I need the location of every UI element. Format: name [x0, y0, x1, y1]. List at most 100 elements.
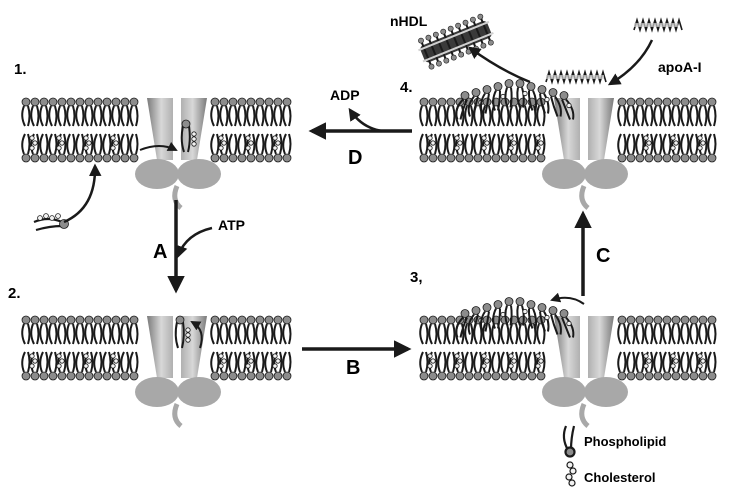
phospholipid-head	[93, 97, 103, 107]
phospholipid-tail	[561, 99, 571, 120]
cholesterol-molecule	[427, 363, 433, 369]
phospholipid-tail	[536, 133, 541, 155]
nhdl-lipid	[420, 40, 433, 67]
phospholipid-tail	[698, 351, 703, 373]
phospholipid-tail	[243, 133, 247, 155]
nucleotide-binding-domain-right	[584, 377, 628, 407]
phospholipid-tail	[129, 323, 134, 345]
phospholipid-head	[66, 153, 76, 163]
phospholipid-tail	[482, 105, 487, 127]
cholesterol-molecule	[522, 308, 528, 315]
phospholipid-head	[428, 315, 438, 325]
phospholipid-head	[428, 371, 438, 381]
membrane-panel-3	[419, 315, 717, 381]
phospholipid-head	[617, 371, 627, 381]
cholesterol-molecule	[275, 140, 281, 146]
phospholipid-head	[671, 153, 681, 163]
phospholipid-tail	[279, 105, 283, 127]
phospholipid-head	[536, 371, 546, 381]
cholesterol-molecule	[221, 358, 227, 364]
phospholipid-tail	[527, 133, 532, 155]
phospholipid-head	[537, 303, 547, 312]
phospholipid-tail	[632, 133, 636, 155]
phospholipid-tail	[437, 323, 442, 345]
phospholipid-head	[255, 97, 265, 107]
phospholipid-tail	[695, 323, 699, 345]
phospholipid-head	[210, 371, 220, 381]
phospholipid-head	[75, 315, 85, 325]
phospholipid-head	[282, 153, 292, 163]
phospholipid-head	[536, 153, 546, 163]
phospholipid-tail	[443, 351, 447, 373]
phospholipid-head	[662, 97, 672, 107]
phospholipid-head	[707, 97, 717, 107]
phospholipid-tail	[532, 90, 538, 111]
panel-number-3: 3,	[410, 269, 423, 286]
phospholipid-tail	[428, 105, 433, 127]
phospholipid-head	[48, 371, 58, 381]
phospholipid-tail	[99, 351, 103, 373]
phospholipid-tail	[84, 133, 89, 155]
phospholipid-tail	[659, 133, 663, 155]
phospholipid-head	[282, 315, 292, 325]
cholesterol-molecule	[535, 363, 541, 369]
phospholipid-tail	[39, 323, 44, 345]
phospholipid-tail	[181, 321, 185, 349]
phospholipid-head	[437, 371, 447, 381]
phospholipid-tail	[216, 323, 220, 345]
phospholipid-tail	[225, 323, 229, 345]
transmembrane-domain-left	[147, 98, 173, 160]
phospholipid-head	[473, 153, 483, 163]
phospholipid-head	[464, 153, 474, 163]
phospholipid-head	[273, 371, 283, 381]
cholesterol-molecule	[29, 363, 35, 369]
phospholipid-head	[460, 91, 470, 100]
phospholipid-tail	[273, 351, 278, 373]
phospholipid-tail	[39, 105, 44, 127]
phospholipid-tail	[102, 133, 107, 155]
phospholipid-head	[66, 97, 76, 107]
cholesterol-molecule	[272, 145, 278, 151]
transmembrane-domain-right	[588, 316, 614, 378]
phospholipid-tail	[108, 105, 112, 127]
panel-number-1: 1.	[14, 61, 27, 78]
phospholipid-head	[428, 97, 438, 107]
cholesterol-molecule	[86, 140, 92, 146]
cholesterol-molecule	[484, 140, 490, 146]
cholesterol-molecule	[55, 213, 61, 219]
phospholipid-head	[644, 97, 654, 107]
phospholipid-head	[75, 153, 85, 163]
phospholipid-head	[418, 37, 424, 44]
phospholipid-tail	[565, 98, 575, 120]
cholesterol-molecule	[218, 363, 224, 369]
phospholipid-tail	[84, 323, 89, 345]
displaced-lipids-panel-3	[455, 297, 575, 338]
phospholipid-tail	[36, 323, 40, 345]
panel-number-4: 4.	[400, 79, 413, 96]
phospholipid-tail	[689, 133, 694, 155]
phospholipid-head	[698, 97, 708, 107]
phospholipid-tail	[54, 351, 58, 373]
phospholipid-tail	[668, 133, 672, 155]
phospholipid-tail	[635, 105, 640, 127]
cholesterol-molecule	[481, 353, 487, 359]
phospholipid-head	[102, 371, 112, 381]
phospholipid-head	[559, 309, 569, 318]
phospholipid-tail	[518, 351, 523, 373]
phospholipid-tail	[54, 133, 58, 155]
phospholipid-tail	[644, 105, 649, 127]
step-label-b: B	[346, 357, 360, 379]
phospholipid-head	[120, 153, 130, 163]
phospholipid-tail	[282, 133, 287, 155]
incoming-lipid-cluster	[33, 213, 69, 232]
phospholipid-head	[84, 371, 94, 381]
phospholipid-head	[671, 315, 681, 325]
phospholipid-tail	[246, 351, 251, 373]
phospholipid-head	[504, 79, 514, 88]
phospholipid-tail	[497, 133, 501, 155]
cholesterol-molecule	[670, 145, 676, 151]
phospholipid-tail	[428, 351, 433, 373]
phospholipid-tail	[617, 105, 622, 127]
arrow-adp-release	[348, 107, 383, 133]
phospholipid-head	[653, 153, 663, 163]
